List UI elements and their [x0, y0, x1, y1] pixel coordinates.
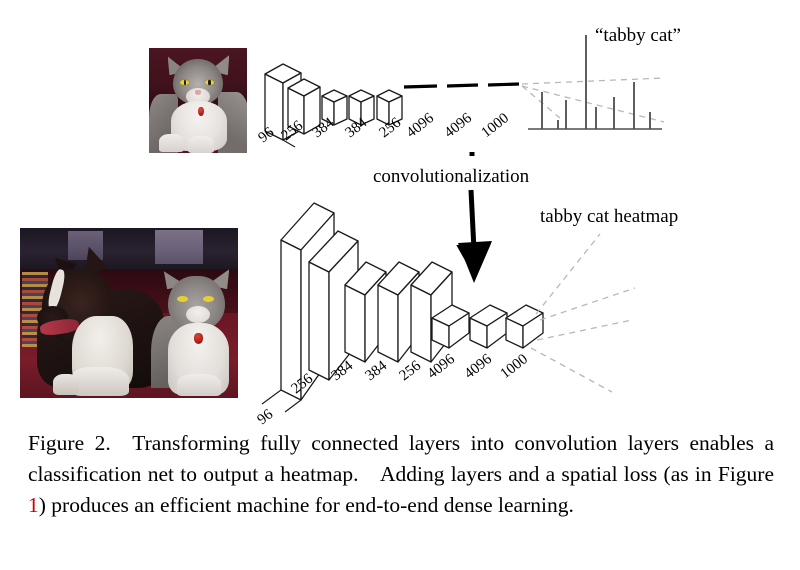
class-score-spike-plot — [528, 35, 662, 130]
caption-text-before-ref: Figure 2. Transforming fully connected l… — [28, 431, 774, 486]
top-network-fc-dashes — [403, 82, 520, 89]
convolutionalization-label: convolutionalization — [373, 166, 530, 187]
top-projection-dashed-lines — [521, 77, 665, 123]
caption-text-after-ref: ) produces an efficient machine for end-… — [38, 493, 574, 517]
top-network-perspective-lines — [282, 139, 296, 148]
spike-bars — [541, 35, 651, 129]
tabby-cat-label: “tabby cat” — [595, 25, 681, 46]
bottom-network-perspective-lines — [261, 389, 302, 413]
tabby-cat-heatmap-label: tabby cat heatmap — [540, 206, 679, 227]
figure-caption: Figure 2. Transforming fully connected l… — [28, 428, 774, 521]
bottom-projection-dashed-lines — [530, 233, 636, 393]
dog-and-cat-photo — [20, 228, 238, 398]
convolutionalization-arrow — [456, 152, 492, 283]
cat-photo — [149, 48, 247, 153]
bottom-network-boxes — [280, 202, 544, 401]
top-network-boxes — [264, 63, 403, 141]
figure-1-reference-link[interactable]: 1 — [28, 493, 39, 517]
